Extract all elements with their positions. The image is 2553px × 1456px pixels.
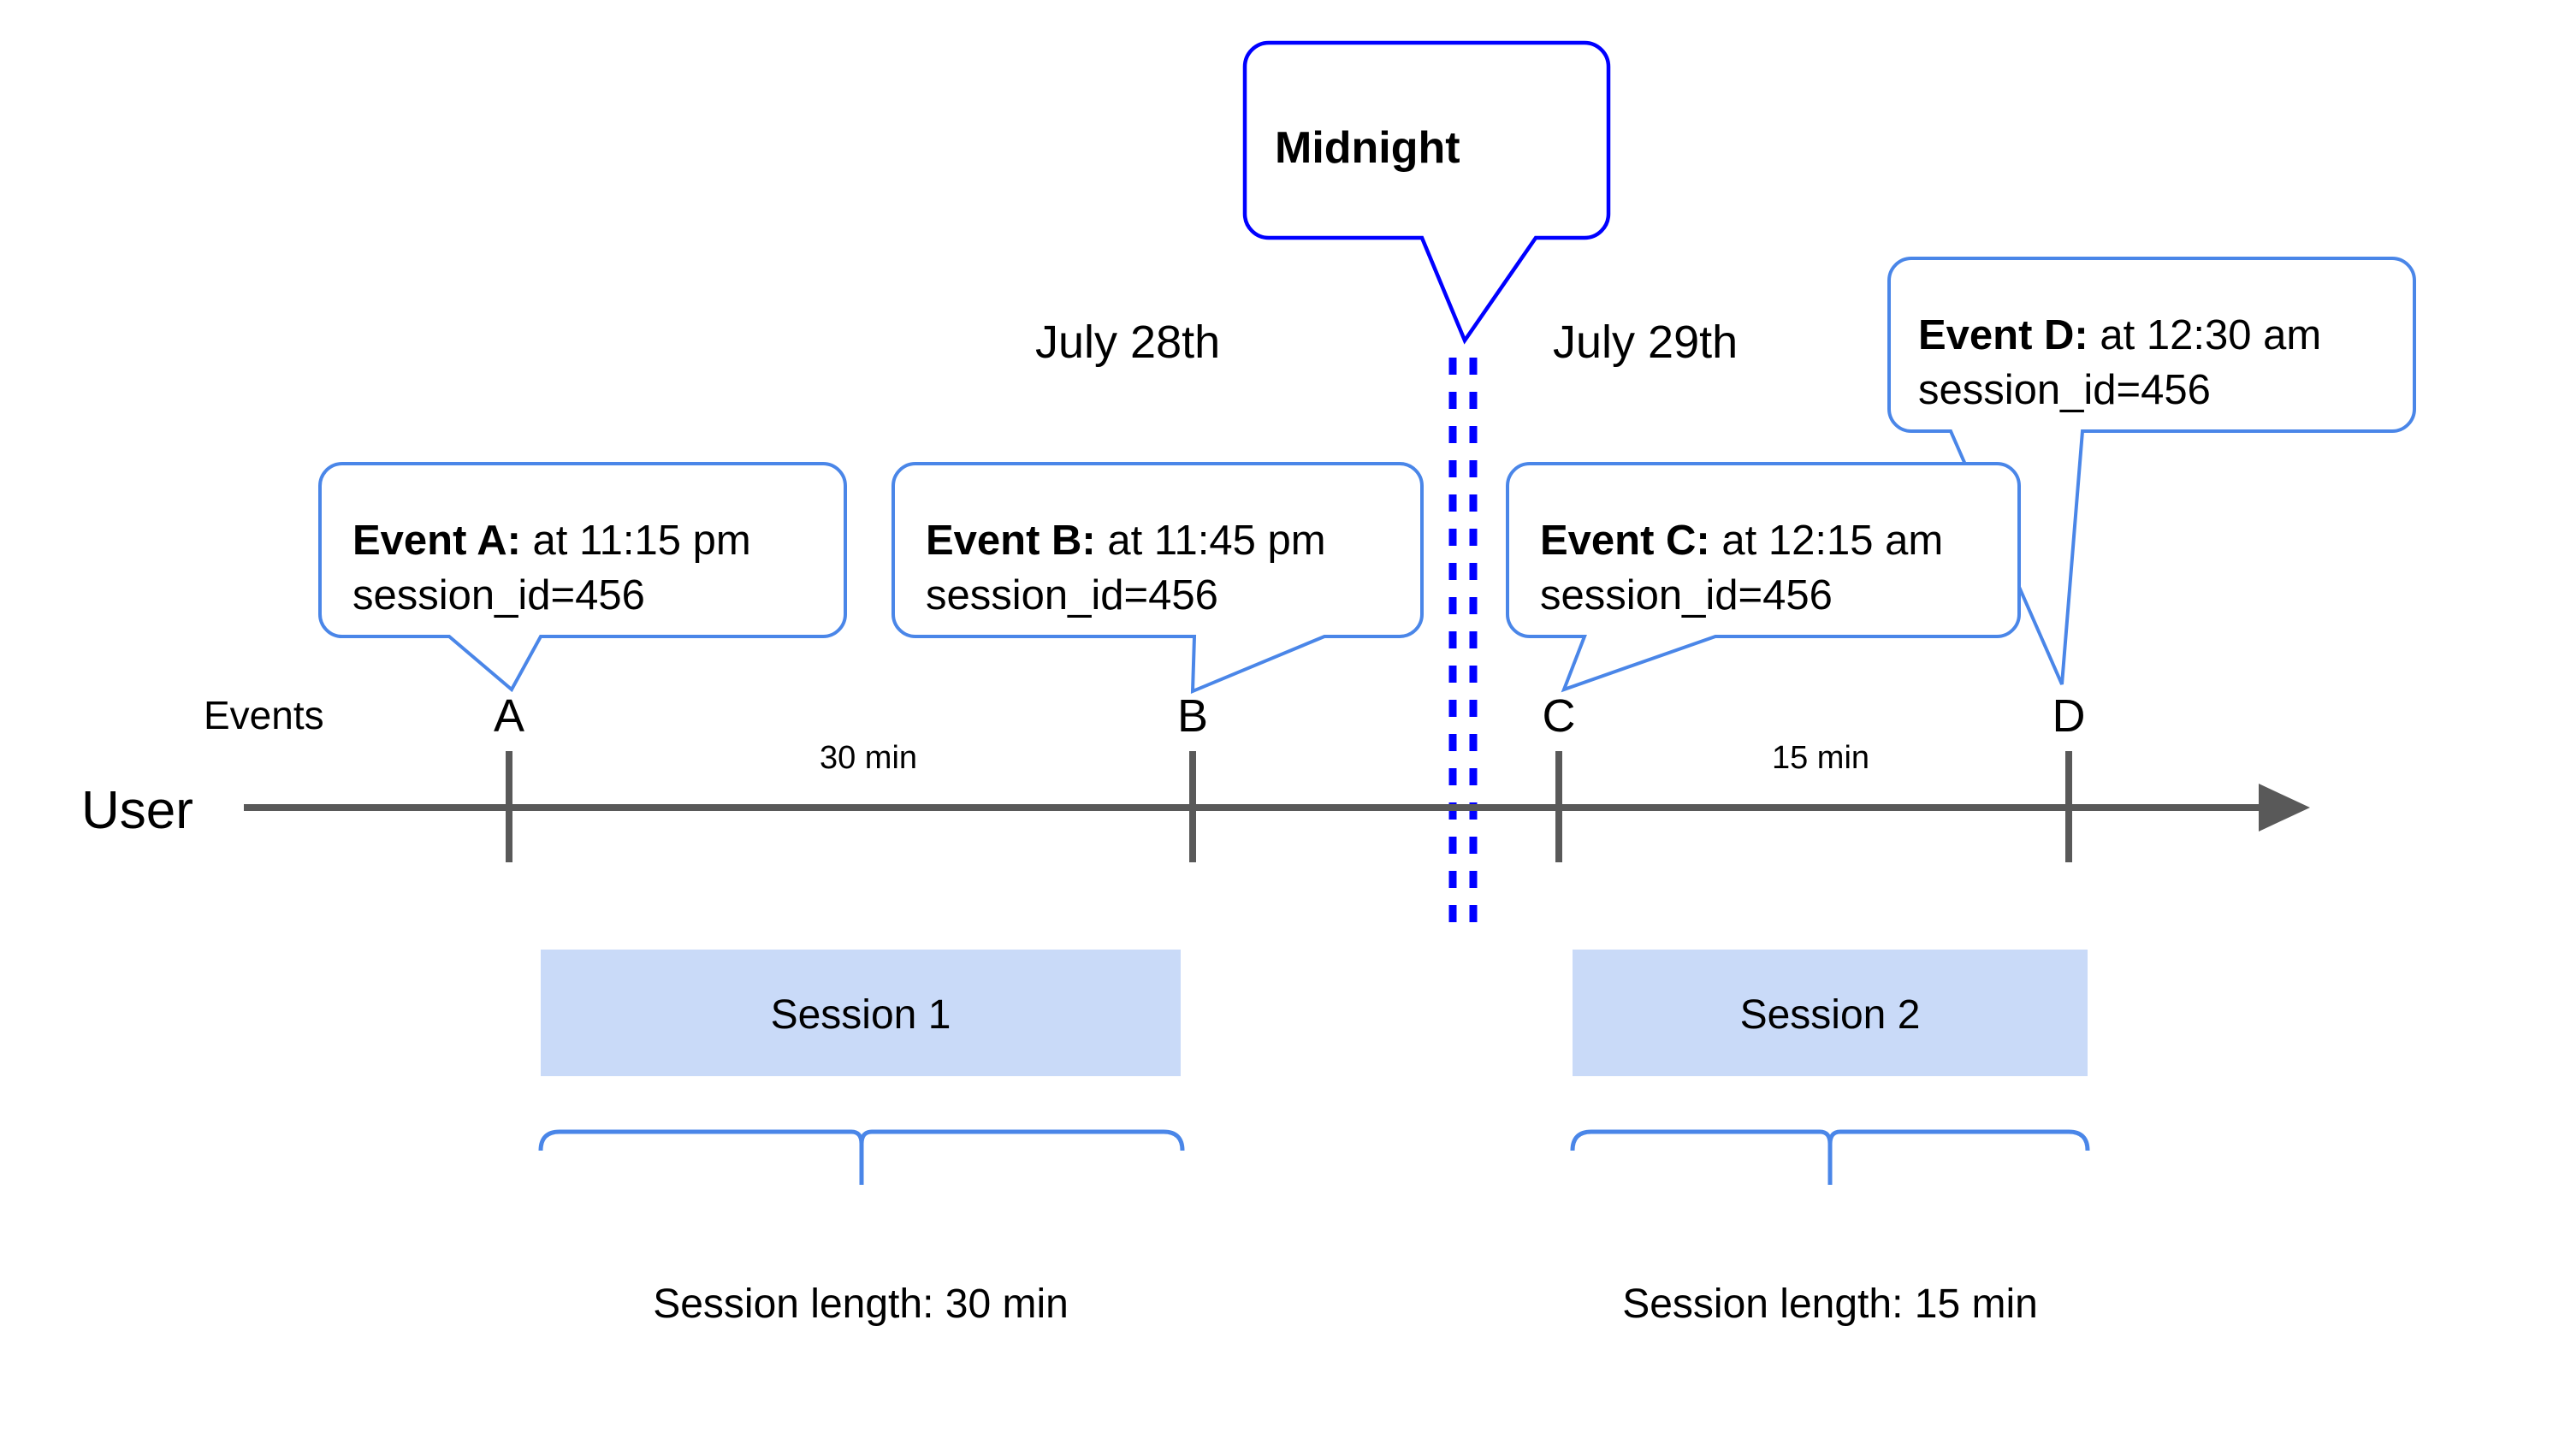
- date-label-july-29: July 29th: [1553, 317, 1738, 368]
- event-callout-d-line1: Event D: at 12:30 am: [1918, 312, 2321, 358]
- midnight-callout-label: Midnight: [1275, 123, 1460, 173]
- duration-label-15-min: 15 min: [1772, 740, 1869, 776]
- session-2-length-label: Session length: 15 min: [1622, 1281, 2038, 1327]
- duration-label-30-min: 30 min: [820, 740, 917, 776]
- event-callout-b-bubble: [891, 462, 1424, 695]
- event-callout-b-bold: Event B:: [926, 518, 1096, 564]
- event-callout-c: Event C: at 12:15 am session_id=456: [1506, 462, 2021, 693]
- event-marker-label-c: C: [1543, 690, 1576, 742]
- midnight-divider: [1448, 358, 1478, 932]
- event-callout-c-time: at 12:15 am: [1710, 518, 1943, 564]
- event-callout-a-line1: Event A: at 11:15 pm: [352, 518, 751, 564]
- event-callout-a-bubble: [318, 462, 847, 693]
- session-1-length-label: Session length: 30 min: [653, 1281, 1069, 1327]
- session-2-bar: [1573, 950, 2088, 1076]
- user-row-label: User: [81, 781, 193, 840]
- session-2-group: Session 2 Session length: 15 min: [1570, 950, 2090, 1327]
- midnight-callout-bubble: [1242, 40, 1611, 345]
- event-callout-c-line1: Event C: at 12:15 am: [1540, 518, 1943, 564]
- event-callout-b-line2: session_id=456: [926, 572, 1218, 619]
- event-callout-c-line2: session_id=456: [1540, 572, 1833, 619]
- event-callout-c-bold: Event C:: [1540, 518, 1710, 564]
- event-callout-a-bold: Event A:: [352, 518, 521, 564]
- event-callout-b-line1: Event B: at 11:45 pm: [926, 518, 1326, 564]
- timeline-axis: [244, 751, 2310, 862]
- event-callout-a: Event A: at 11:15 pm session_id=456: [318, 462, 847, 693]
- session-1-group: Session 1 Session length: 30 min: [538, 950, 1185, 1327]
- event-callout-b-time: at 11:45 pm: [1096, 518, 1326, 564]
- event-callout-c-bubble: [1506, 462, 2021, 693]
- event-callout-a-time: at 11:15 pm: [521, 518, 751, 564]
- timeline-axis-arrowhead: [2259, 784, 2310, 832]
- event-callout-d-time: at 12:30 am: [2088, 312, 2321, 358]
- event-callout-d-bold: Event D:: [1918, 312, 2088, 358]
- event-marker-label-a: A: [494, 690, 524, 742]
- event-callout-d-line2: session_id=456: [1918, 367, 2211, 413]
- date-label-july-28: July 28th: [1035, 317, 1220, 368]
- event-callout-a-line2: session_id=456: [352, 572, 645, 619]
- midnight-callout: Midnight: [1242, 40, 1611, 345]
- event-marker-label-d: D: [2052, 690, 2086, 742]
- session-2-bar-label: Session 2: [1740, 992, 1921, 1038]
- events-row-label: Events: [204, 693, 324, 737]
- event-marker-label-b: B: [1177, 690, 1208, 742]
- session-1-bar-label: Session 1: [771, 992, 951, 1038]
- event-callout-b: Event B: at 11:45 pm session_id=456: [891, 462, 1424, 695]
- session-1-bar: [541, 950, 1181, 1076]
